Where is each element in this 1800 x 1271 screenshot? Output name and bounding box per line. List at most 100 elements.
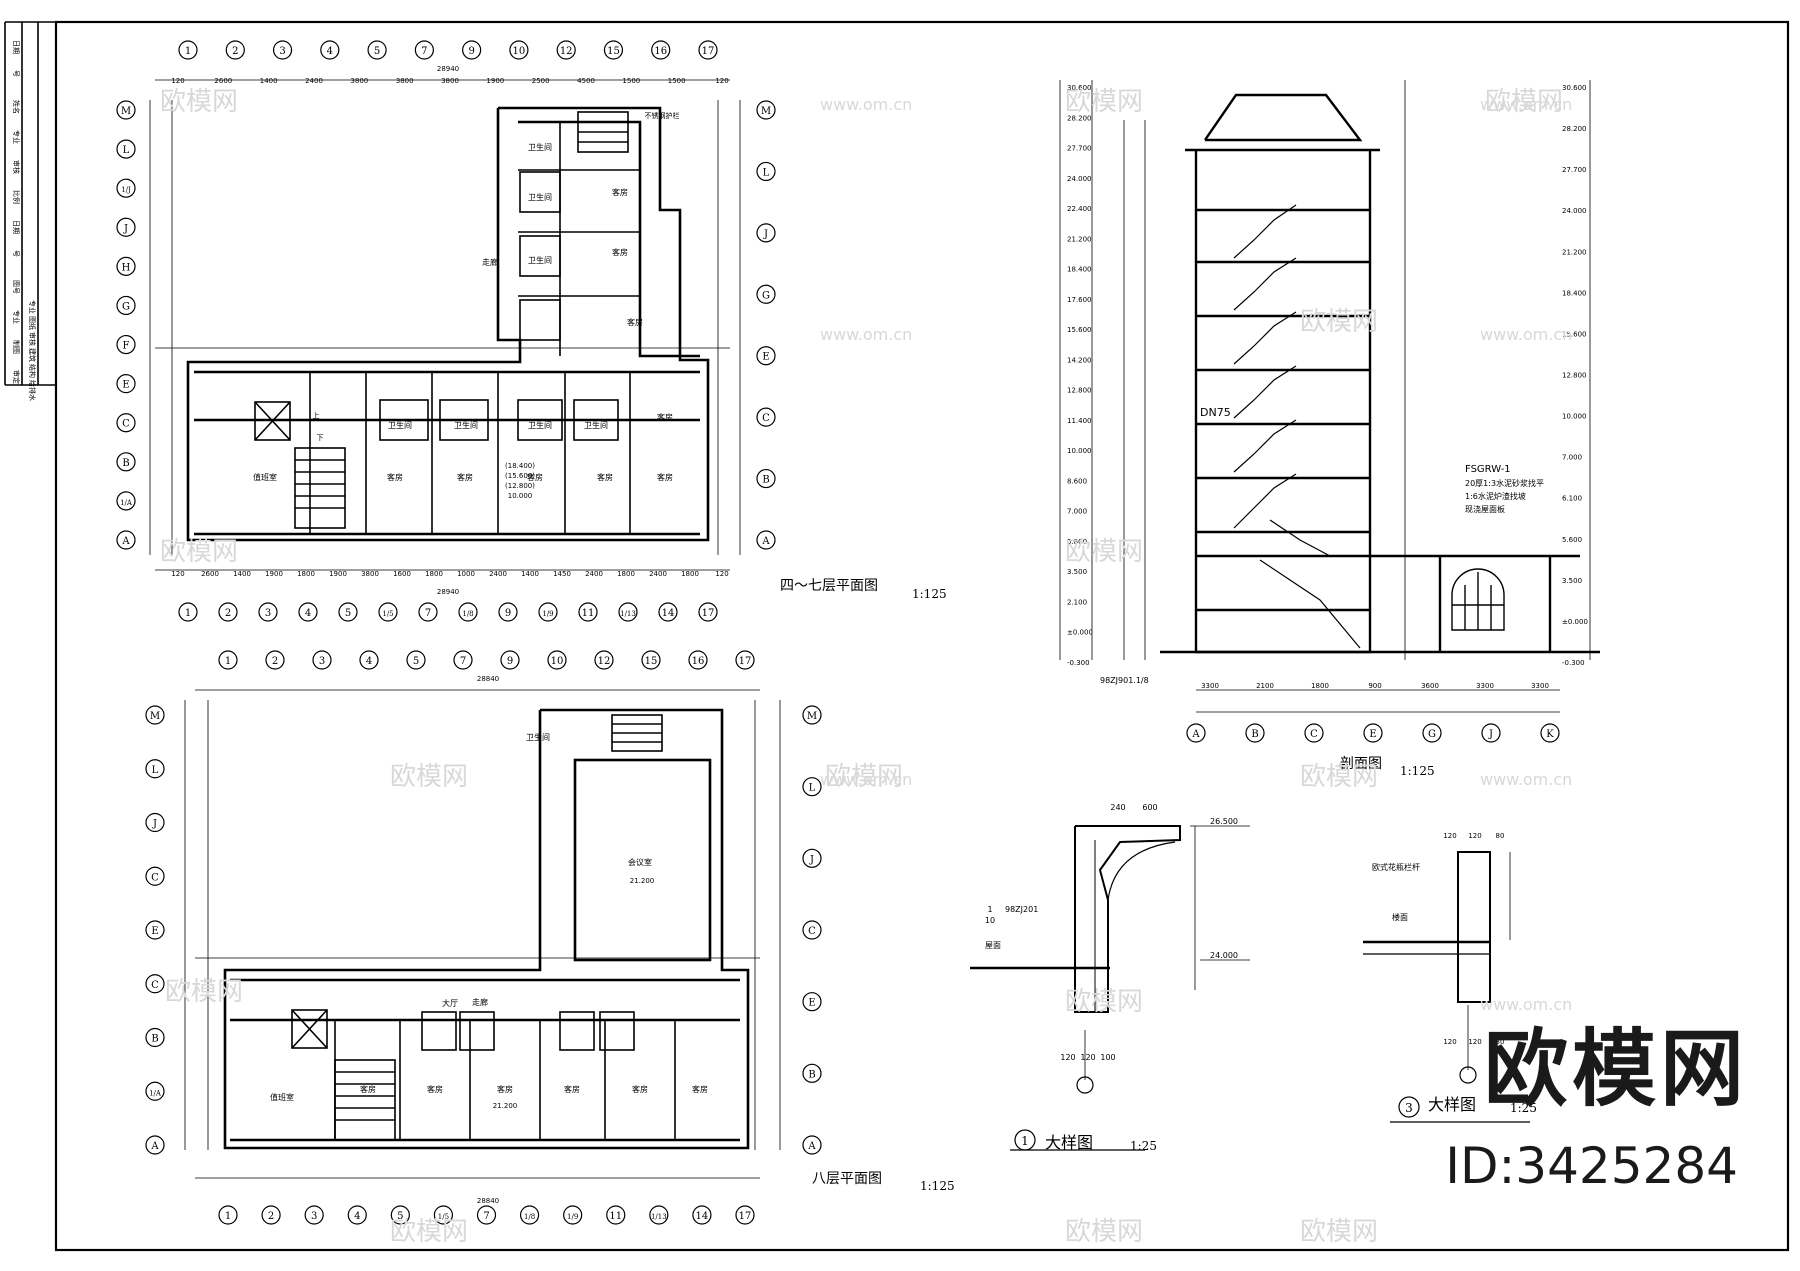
detail3-number: 3 xyxy=(1405,1101,1413,1115)
plan1-axis-left-bubble xyxy=(116,334,136,355)
section-note-layer: 1:6水泥炉渣找坡 xyxy=(1465,491,1526,501)
plan1-note: (12.800) xyxy=(505,482,535,490)
section-level-left: 30.600 xyxy=(1067,84,1092,92)
plan1-dim-top: 2400 xyxy=(305,77,323,85)
plan1-axis-left: A xyxy=(121,536,130,547)
watermark-text: 欧模网 xyxy=(160,537,238,567)
plan2-axis-left-bubble xyxy=(145,759,165,779)
section-note-fsgrw: FSGRW-1 xyxy=(1465,464,1511,475)
plan1-axis-top-bubble xyxy=(320,40,340,60)
plan2-axis-right-bubble xyxy=(802,1135,822,1155)
plan2-axis-top: 5 xyxy=(413,656,419,667)
plan1-dim-top: 2600 xyxy=(214,77,232,85)
detail1-dim: 120 xyxy=(1080,1053,1095,1062)
plan2-axis-top: 7 xyxy=(460,656,466,667)
plan2-axis-left-bubble xyxy=(145,866,165,886)
section-level-left: 28.200 xyxy=(1067,114,1092,122)
detail1-ref-den: 10 xyxy=(985,916,995,925)
plan1-dim-bottom: 120 xyxy=(715,570,728,578)
section-note-layer: 20厚1:3水泥砂浆找平 xyxy=(1465,478,1544,488)
plan1-room-label: 客房 xyxy=(657,412,673,422)
watermark-text: 欧模网 xyxy=(390,762,468,792)
watermark-text: 欧模网 xyxy=(1065,537,1143,567)
plan1-axis-bottom-bubble xyxy=(578,602,598,622)
section-axis: K xyxy=(1546,729,1554,740)
plan2-axis-bottom-bubble xyxy=(476,1205,497,1225)
plan1-axis-left: J xyxy=(123,223,128,234)
plan1-axis-bottom-bubble xyxy=(538,602,558,622)
detail1-ref: 98ZJ201 xyxy=(1005,905,1038,914)
plan1-axis-left-bubble xyxy=(116,256,136,276)
plan2-axis-top: 17 xyxy=(739,656,752,667)
detail3-scale: 1:25 xyxy=(1510,1101,1537,1115)
detail1-dim: 240 xyxy=(1110,803,1125,812)
watermark-text: 欧模网 xyxy=(160,87,238,117)
plan1-walls xyxy=(186,106,710,542)
plan1-axis-right-bubble xyxy=(756,407,776,427)
plan2-axis-top: 16 xyxy=(692,656,705,667)
title-block-extra: 建筑 xyxy=(28,348,37,362)
plan2-room-label: 大厅 xyxy=(442,998,458,1008)
plan2-axis-bottom: 4 xyxy=(354,1211,360,1222)
plan1-axis-right-bubble xyxy=(756,284,776,304)
plan1-axis-bottom: 4 xyxy=(305,608,311,619)
plan1-room-label: 客房 xyxy=(527,472,543,482)
plan2-axis-left: L xyxy=(152,765,159,776)
plan1-axis-top: 2 xyxy=(232,46,238,57)
section-floors xyxy=(1196,208,1370,612)
section-level-left: 10.000 xyxy=(1067,447,1092,455)
plan1-axis-top-bubble xyxy=(414,40,434,60)
plan2-axis-left-bubble xyxy=(145,1135,165,1155)
watermark-url: www.om.cn xyxy=(820,770,912,789)
plan1-room-label: 卫生间 xyxy=(528,192,552,202)
plan1-partitions xyxy=(254,111,640,534)
section-dim-bottom: 3300 xyxy=(1201,682,1219,690)
plan2-axis-top-bubble xyxy=(547,650,567,670)
detail1-drawing xyxy=(970,825,1250,1151)
plan1-axis-left-bubble xyxy=(116,491,136,511)
section-level-right: 5.600 xyxy=(1562,536,1582,544)
plan1-axis-bottom-bubble xyxy=(298,602,318,622)
plan2-axis-top-bubble xyxy=(688,650,708,670)
plan2-room-label: 客房 xyxy=(497,1084,513,1094)
plan2-axis-lines xyxy=(184,689,781,1179)
plan2-axis-bottom-bubble xyxy=(304,1205,324,1225)
plan2-room-label: 客房 xyxy=(360,1084,376,1094)
plan1-axis-bottom-bubble xyxy=(378,602,398,622)
section-axis-bubble xyxy=(1481,723,1501,743)
plan2-axis-left: 1/A xyxy=(149,1089,162,1097)
plan2-axis-left-bubble xyxy=(145,1027,165,1048)
plan2-axis-top-bubble xyxy=(359,650,379,670)
plan1-axis-top-bubble xyxy=(272,40,293,60)
plan1-room-label: 走廊 xyxy=(482,257,498,267)
plan1-axis-top: 17 xyxy=(702,46,715,57)
plan1-room-label: 客房 xyxy=(387,472,403,482)
plan2-axis-left-bubble xyxy=(145,705,165,725)
plan1-axis-right: E xyxy=(762,352,769,363)
plan2-walls xyxy=(223,708,750,1150)
plan1-axis-bottom-bubble xyxy=(498,602,518,622)
plan1-note: 下 xyxy=(317,434,324,442)
section-level-right: 18.400 xyxy=(1562,289,1587,297)
plan1-dim-bottom: 1400 xyxy=(521,570,539,578)
plan2-axis-left: M xyxy=(150,711,160,722)
title-block-extra: 图纸 xyxy=(28,316,37,330)
plan2-room-label: 走廊 xyxy=(472,997,488,1007)
plan2-axis-top-bubble xyxy=(594,650,614,670)
title-block-cell: 审核 xyxy=(12,160,21,174)
detail1-level: 26.500 xyxy=(1210,817,1238,826)
watermark-text: 欧模网 xyxy=(1065,1217,1143,1247)
watermark-text: 欧模网 xyxy=(1065,87,1143,117)
section-level-left: 15.600 xyxy=(1067,326,1092,334)
section-axis: C xyxy=(1310,729,1318,740)
section-level-right: 21.200 xyxy=(1562,248,1587,256)
section-axis-bubble xyxy=(1422,723,1442,743)
plan1-axis-bottom-bubble xyxy=(458,602,478,622)
title-block-extra: 审核 xyxy=(28,332,37,346)
plan1-axis-top-bubble xyxy=(225,40,245,60)
section-level-right: 3.500 xyxy=(1562,577,1582,585)
plan2-axis-bottom-bubble xyxy=(563,1205,583,1225)
section-level-left: 2.100 xyxy=(1067,598,1087,606)
plan1-axis-top: 3 xyxy=(279,46,285,57)
plan2-axis-left-bubble xyxy=(145,920,165,940)
